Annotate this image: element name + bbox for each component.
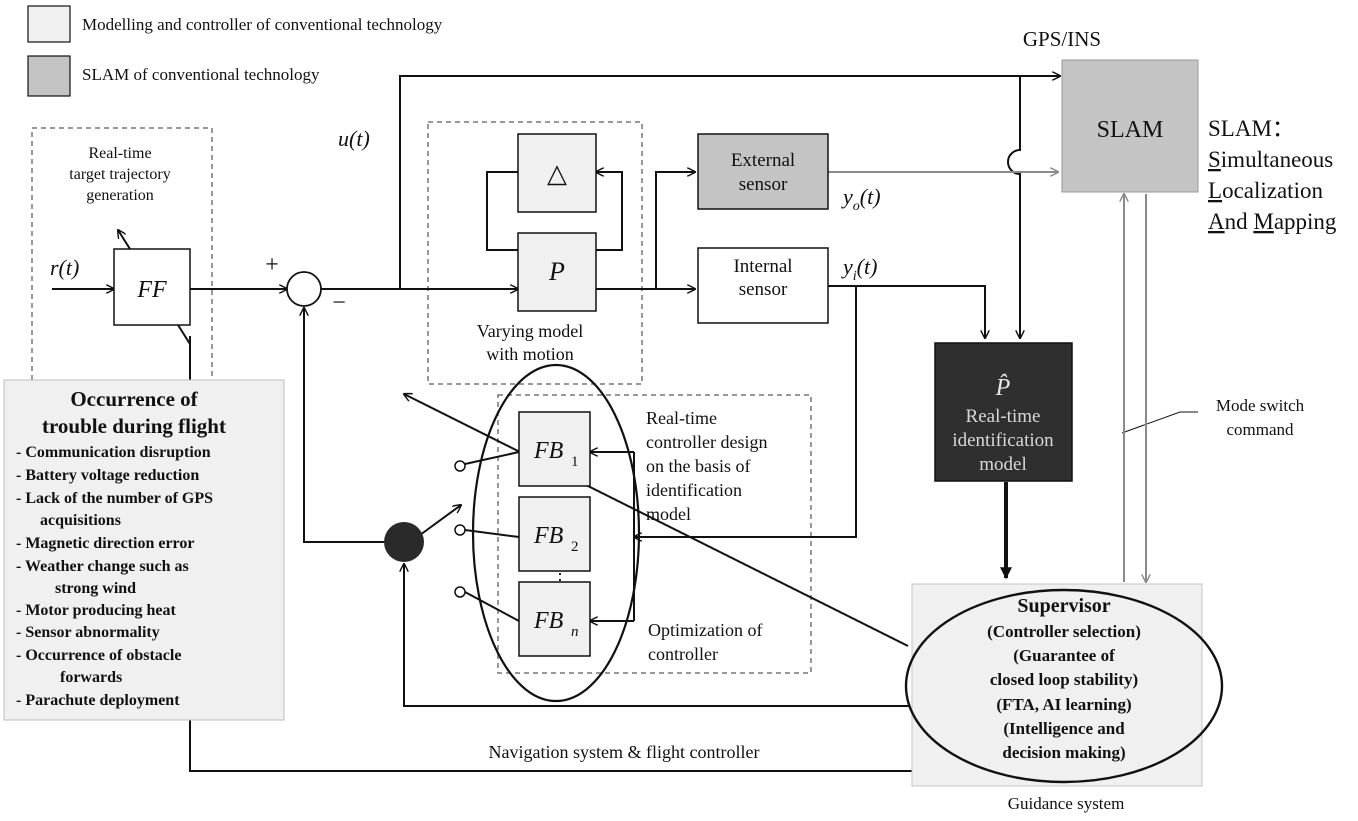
svg-text:Optimization of: Optimization of xyxy=(648,620,762,640)
svg-text:- Lack of the number of GPS: - Lack of the number of GPS xyxy=(16,490,213,507)
controller-bank-ellipse xyxy=(471,363,641,703)
svg-text:Real-time: Real-time xyxy=(966,406,1041,427)
legend-swatch-light xyxy=(27,5,71,43)
varying-model-group xyxy=(427,121,643,385)
slam-definition: SLAM： Simultaneous Localization And Mapp… xyxy=(1208,116,1337,234)
svg-text:- Occurrence of obstacle: - Occurrence of obstacle xyxy=(16,647,181,664)
svg-text:n: n xyxy=(571,624,579,640)
internal-sensor: Internal sensor xyxy=(697,247,829,324)
svg-text:- Sensor abnormality: - Sensor abnormality xyxy=(16,624,160,641)
svg-text:Internal: Internal xyxy=(733,256,792,277)
summing-junction xyxy=(286,271,322,307)
ff-block: FF xyxy=(113,248,191,326)
svg-text:- Battery voltage reduction: - Battery voltage reduction xyxy=(16,467,199,484)
slam-links xyxy=(828,172,1146,582)
svg-text:- Communication disruption: - Communication disruption xyxy=(16,444,211,461)
r-signal: r(t) xyxy=(50,255,79,280)
controller-group xyxy=(497,394,812,674)
gps-label: GPS/INS xyxy=(1023,27,1101,51)
svg-text:Supervisor: Supervisor xyxy=(1017,595,1110,617)
slam-box: SLAM xyxy=(1061,59,1199,193)
svg-text:model: model xyxy=(646,504,691,524)
legend-label-modelling: Modelling and controller of conventional… xyxy=(82,15,443,34)
legend-swatch-slam xyxy=(27,55,71,97)
svg-text:FB: FB xyxy=(533,608,564,634)
svg-text:External: External xyxy=(731,150,795,171)
identification-model: P̂ Real-time identification model xyxy=(934,342,1073,482)
svg-text:1: 1 xyxy=(571,454,579,470)
svg-text:(Guarantee of: (Guarantee of xyxy=(1013,646,1115,665)
svg-text:target trajectory: target trajectory xyxy=(69,166,170,183)
trouble-box: Occurrence of trouble during flight - Co… xyxy=(3,379,285,721)
svg-text:strong wind: strong wind xyxy=(55,580,136,597)
svg-text:SLAM：: SLAM： xyxy=(1208,116,1295,141)
switch-contact-1 xyxy=(454,460,466,472)
svg-text:trouble during flight: trouble during flight xyxy=(42,414,226,438)
mode-switch-label: Mode switch xyxy=(1216,396,1305,415)
trajectory-label: Real-time xyxy=(88,145,151,162)
svg-text:- Parachute deployment: - Parachute deployment xyxy=(16,692,180,709)
fb1-block: FB 1 xyxy=(518,411,591,487)
svg-text:(Intelligence and: (Intelligence and xyxy=(1003,719,1125,738)
svg-text:2: 2 xyxy=(571,539,579,555)
slam-box-label: SLAM xyxy=(1097,117,1164,143)
svg-text:forwards: forwards xyxy=(60,669,122,686)
svg-text:(Controller selection): (Controller selection) xyxy=(987,622,1141,641)
svg-text:- Motor producing heat: - Motor producing heat xyxy=(16,602,177,619)
svg-text:model: model xyxy=(979,454,1027,475)
svg-text:FB: FB xyxy=(533,438,564,464)
signal-wires xyxy=(52,76,1198,772)
yi-signal: yi(t) xyxy=(841,254,877,284)
summing-plus: + xyxy=(265,252,279,278)
u-signal: u(t) xyxy=(338,126,370,151)
p-block: P xyxy=(517,232,597,312)
switch-contact-n xyxy=(454,586,466,598)
ff-label: FF xyxy=(136,277,167,303)
optimization-label: Optimization of controller xyxy=(648,620,762,664)
supervisor-ellipse xyxy=(904,588,1224,784)
svg-text:command: command xyxy=(1226,420,1294,439)
svg-text:Localization: Localization xyxy=(1208,178,1323,203)
svg-text:FB: FB xyxy=(533,523,564,549)
supervisor-box: Supervisor (Controller selection) (Guara… xyxy=(904,583,1224,787)
svg-text:decision making): decision making) xyxy=(1002,743,1125,762)
summing-minus: − xyxy=(332,290,346,316)
switch-contact-2 xyxy=(454,524,466,536)
legend-label-slam: SLAM of conventional technology xyxy=(82,65,320,84)
svg-text:closed loop stability): closed loop stability) xyxy=(990,670,1138,689)
p-hat: P̂ xyxy=(995,374,1011,401)
svg-text:identification: identification xyxy=(952,430,1054,451)
svg-text:controller: controller xyxy=(648,644,718,664)
svg-text:- Magnetic direction error: - Magnetic direction error xyxy=(16,535,194,552)
svg-text:on the basis of: on the basis of xyxy=(646,456,750,476)
delta-label: △ xyxy=(547,159,567,188)
svg-text:sensor: sensor xyxy=(739,174,788,195)
svg-text:- Weather change such as: - Weather change such as xyxy=(16,558,189,575)
svg-text:Occurrence of: Occurrence of xyxy=(70,387,198,411)
delta-block: △ xyxy=(517,133,597,213)
svg-text:generation: generation xyxy=(86,187,154,204)
svg-text:with motion: with motion xyxy=(486,344,574,364)
yo-signal: yo(t) xyxy=(841,184,881,214)
p-label: P xyxy=(548,257,565,286)
switch-node xyxy=(384,522,424,562)
legend: Modelling and controller of conventional… xyxy=(27,5,443,97)
external-sensor: External sensor xyxy=(697,133,829,210)
svg-text:Simultaneous: Simultaneous xyxy=(1208,147,1333,172)
fbn-block: FB n xyxy=(518,581,591,657)
svg-text:(FTA, AI learning): (FTA, AI learning) xyxy=(996,695,1131,714)
varying-model-caption: Varying model xyxy=(477,321,583,341)
svg-text:sensor: sensor xyxy=(739,279,788,300)
controller-design-label: Real-time controller design on the basis… xyxy=(646,408,767,524)
svg-text:Real-time: Real-time xyxy=(646,408,717,428)
svg-text:And Mapping: And Mapping xyxy=(1208,209,1337,234)
guidance-caption: Guidance system xyxy=(1008,794,1125,813)
fb2-block: FB 2 xyxy=(518,496,591,572)
navigation-label: Navigation system & flight controller xyxy=(489,742,760,762)
svg-text:acquisitions: acquisitions xyxy=(40,512,121,529)
svg-text:controller design: controller design xyxy=(646,432,767,452)
svg-text:identification: identification xyxy=(646,480,742,500)
